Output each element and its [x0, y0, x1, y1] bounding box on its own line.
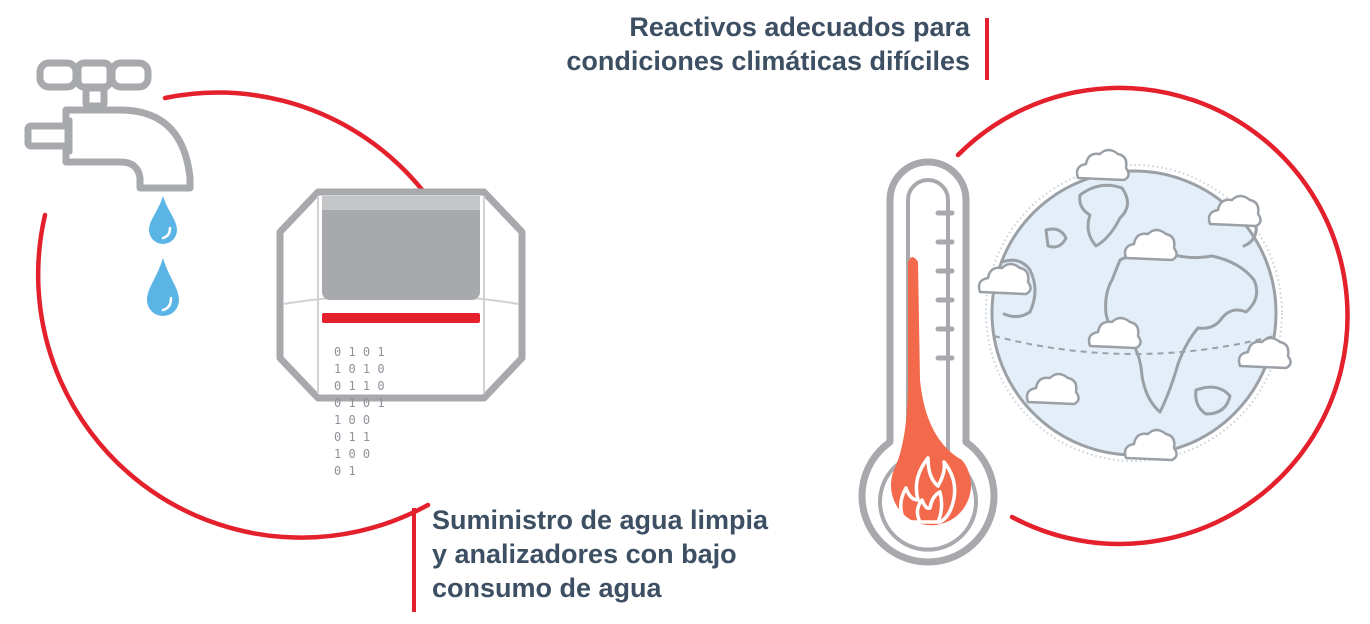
cloud-icon: [1123, 428, 1178, 462]
cloud-icon: [1025, 372, 1080, 406]
cloud-icon: [1123, 228, 1178, 262]
thermometer-ticks: [935, 210, 955, 361]
caption-line: y analizadores con bajo: [432, 539, 737, 569]
thermometer-icon: [858, 158, 998, 566]
caption-line: consumo de agua: [432, 573, 662, 603]
caption-line: condiciones climáticas difíciles: [566, 46, 970, 76]
water-drop-icon: [147, 196, 179, 316]
right-circle-arc: [955, 85, 1350, 547]
binary-row: 0 1 1: [334, 430, 370, 444]
binary-row: 1 0 1 0: [334, 362, 385, 376]
binary-row: 0 1 1 0: [334, 379, 385, 393]
faucet-icon: [24, 59, 194, 192]
binary-stream: 0 1 0 1 1 0 1 0 0 1 1 0 0 1 0 1 1 0 0 0 …: [334, 345, 385, 478]
water-caption: Suministro de agua limpia y analizadores…: [432, 503, 862, 605]
binary-row: 0 1 0 1: [334, 396, 385, 410]
binary-row: 1 0 0: [334, 413, 370, 427]
flame-icon: [899, 456, 957, 524]
caption-accent-bar: [985, 18, 989, 80]
cloud-icon: [977, 262, 1032, 296]
cloud-icon: [1207, 194, 1262, 228]
analyzer-device-icon: [276, 188, 526, 402]
caption-accent-bar: [412, 508, 416, 612]
climate-caption: Reactivos adecuados para condiciones cli…: [510, 10, 970, 78]
binary-row: 0 1 0 1: [334, 345, 385, 359]
drop-highlight: [161, 226, 173, 312]
cloud-icon: [1237, 336, 1292, 370]
binary-row: 1 0 0: [334, 447, 370, 461]
caption-line: Suministro de agua limpia: [432, 505, 769, 535]
binary-row: 0 1: [334, 464, 356, 478]
caption-line: Reactivos adecuados para: [629, 12, 970, 42]
cloud-icon: [1087, 316, 1142, 350]
cloud-icon: [1075, 148, 1130, 182]
